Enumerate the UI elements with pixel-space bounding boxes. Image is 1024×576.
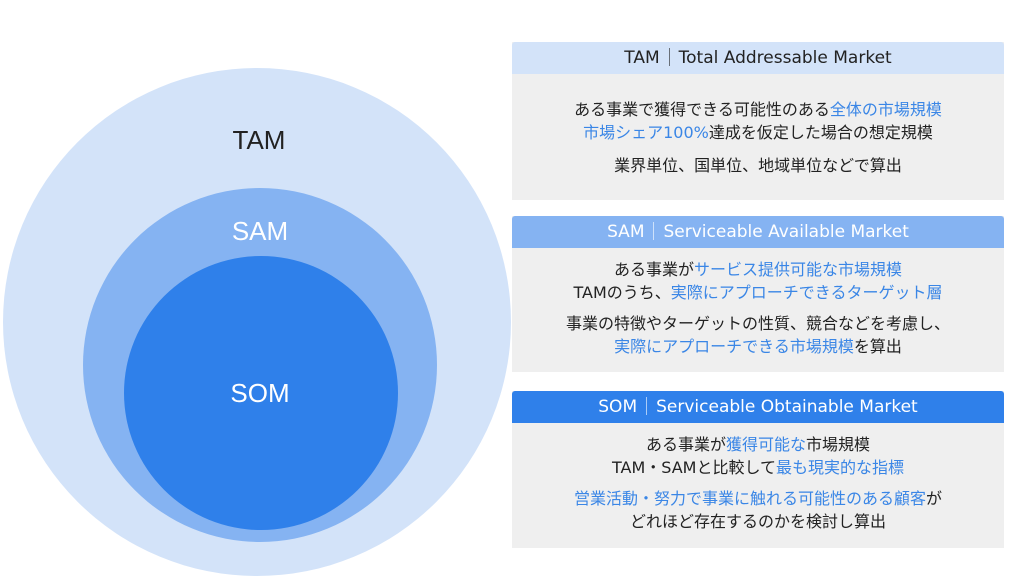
highlighted-text: 営業活動・努力で事業に触れる可能性のある顧客	[573, 489, 926, 508]
tam-definition: ある事業で獲得できる可能性のある全体の市場規模市場シェア100%達成を仮定した場…	[518, 98, 998, 144]
text-line: 事業の特徴やターゲットの性質、競合などを考慮し、	[518, 312, 998, 335]
som-circle	[124, 256, 398, 530]
text-segment: を算出	[853, 337, 902, 356]
text-segment: TAMのうち、	[573, 283, 671, 302]
highlighted-text: 市場シェア100%	[583, 123, 709, 142]
sam-card-fullname: Serviceable Available Market	[663, 222, 909, 242]
text-line: ある事業で獲得できる可能性のある全体の市場規模	[518, 98, 998, 121]
highlighted-text: 最も現実的な指標	[776, 458, 905, 477]
text-segment: 事業の特徴やターゲットの性質、競合などを考慮し、	[565, 314, 950, 333]
tam-card: TAM Total Addressable Market ある事業で獲得できる可能…	[512, 42, 1004, 200]
som-card-fullname: Serviceable Obtainable Market	[656, 397, 918, 417]
text-segment: が	[926, 489, 943, 508]
som-calculation: 営業活動・努力で事業に触れる可能性のある顧客がどれほど存在するのかを検討し算出	[518, 487, 998, 533]
text-line: TAMのうち、実際にアプローチできるターゲット層	[518, 281, 998, 304]
tam-card-header: TAM Total Addressable Market	[512, 42, 1004, 74]
market-size-circles: TAM SAM SOM	[3, 68, 511, 576]
som-circle-label: SOM	[230, 378, 289, 408]
text-line: TAM・SAMと比較して最も現実的な指標	[518, 456, 998, 479]
text-segment: 業界単位、国単位、地域単位などで算出	[614, 156, 902, 175]
sam-card: SAM Serviceable Available Market ある事業がサービ…	[512, 216, 1004, 372]
text-segment: ある事業が	[613, 260, 694, 279]
text-line: ある事業がサービス提供可能な市場規模	[518, 258, 998, 281]
text-segment: ある事業が	[645, 435, 726, 454]
tam-circle-label: TAM	[233, 125, 286, 155]
text-line: 業界単位、国単位、地域単位などで算出	[518, 154, 998, 177]
highlighted-text: 獲得可能な	[725, 435, 806, 454]
text-segment: どれほど存在するのかを検討し算出	[629, 512, 886, 531]
text-line: 実際にアプローチできる市場規模を算出	[518, 335, 998, 358]
tam-card-fullname: Total Addressable Market	[678, 48, 892, 68]
text-line: 営業活動・努力で事業に触れる可能性のある顧客が	[518, 487, 998, 510]
sam-circle-label: SAM	[232, 216, 288, 246]
tam-calculation: 業界単位、国単位、地域単位などで算出	[518, 154, 998, 177]
text-segment: 市場規模	[806, 435, 871, 454]
text-line: ある事業が獲得可能な市場規模	[518, 433, 998, 456]
text-line: 市場シェア100%達成を仮定した場合の想定規模	[518, 121, 998, 144]
som-card: SOM Serviceable Obtainable Market ある事業が獲得…	[512, 391, 1004, 548]
tam-card-body: ある事業で獲得できる可能性のある全体の市場規模市場シェア100%達成を仮定した場…	[512, 74, 1004, 177]
sam-calculation: 事業の特徴やターゲットの性質、競合などを考慮し、実際にアプローチできる市場規模を…	[518, 312, 998, 358]
highlighted-text: 実際にアプローチできる市場規模	[614, 337, 854, 356]
som-card-header: SOM Serviceable Obtainable Market	[512, 391, 1004, 423]
divider	[668, 48, 670, 66]
highlighted-text: サービス提供可能な市場規模	[694, 260, 903, 279]
text-segment: 達成を仮定した場合の想定規模	[708, 123, 933, 142]
divider	[646, 397, 648, 415]
highlighted-text: 全体の市場規模	[829, 100, 942, 119]
sam-card-header: SAM Serviceable Available Market	[512, 216, 1004, 248]
text-segment: TAM・SAMと比較して	[611, 458, 776, 477]
divider	[653, 222, 655, 240]
text-segment: ある事業で獲得できる可能性のある	[574, 100, 830, 119]
highlighted-text: 実際にアプローチできるターゲット層	[670, 283, 943, 302]
text-line: どれほど存在するのかを検討し算出	[518, 510, 998, 533]
tam-card-abbr: TAM	[624, 48, 660, 68]
som-card-abbr: SOM	[598, 397, 638, 417]
sam-card-abbr: SAM	[607, 222, 645, 242]
